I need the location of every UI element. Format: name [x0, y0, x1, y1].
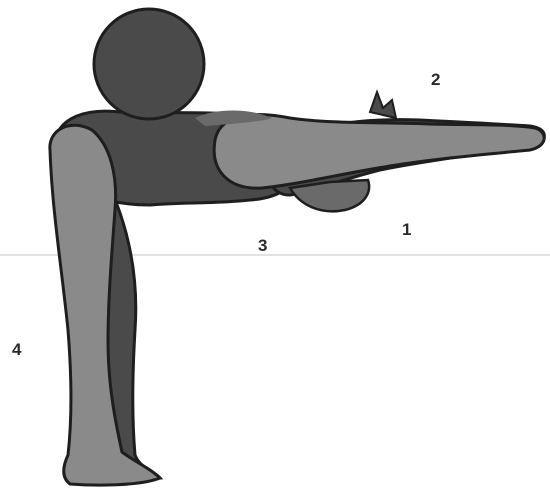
- head: [94, 9, 204, 119]
- hair-tuft: [370, 92, 396, 118]
- label-four: 4: [12, 341, 21, 358]
- label-one: 1: [402, 221, 411, 238]
- label-two: 2: [431, 71, 440, 88]
- front-arm: [214, 114, 544, 188]
- label-three: 3: [258, 237, 267, 254]
